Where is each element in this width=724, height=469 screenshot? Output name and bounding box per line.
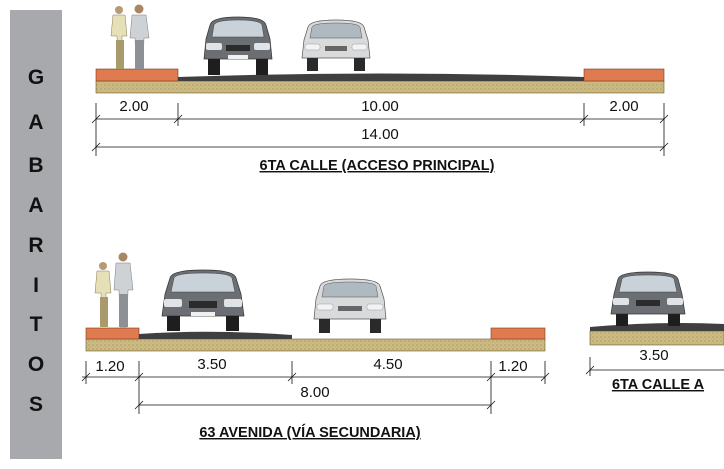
soil-base bbox=[95, 80, 665, 94]
side-letter: B bbox=[28, 154, 44, 177]
side-panel: G A B A R I T O S bbox=[10, 10, 62, 459]
dimension-lines bbox=[585, 357, 724, 376]
dimension-label: 1.20 bbox=[95, 358, 124, 375]
car-front-icon bbox=[610, 271, 686, 326]
sidewalk-right bbox=[490, 327, 546, 340]
dimension-label: 3.50 bbox=[197, 356, 226, 373]
side-letter: S bbox=[28, 393, 43, 416]
dimension-total: 14.00 bbox=[361, 126, 399, 143]
side-letter: I bbox=[33, 274, 39, 297]
dimension-lines bbox=[81, 361, 550, 414]
soil-base bbox=[589, 330, 724, 346]
soil-base bbox=[85, 338, 546, 352]
dimension-label: 2.00 bbox=[609, 98, 638, 115]
dimension-label: 1.20 bbox=[498, 358, 527, 375]
car-front-icon bbox=[161, 269, 245, 331]
car-front-icon bbox=[301, 19, 371, 71]
sidewalk-right bbox=[583, 68, 665, 82]
dimension-label: 3.50 bbox=[639, 347, 668, 364]
dimension-lines bbox=[91, 103, 669, 156]
section-title: 6TA CALLE (ACCESO PRINCIPAL) bbox=[260, 158, 495, 174]
asphalt-surface bbox=[139, 331, 292, 339]
side-letter: O bbox=[27, 353, 45, 376]
pedestrians-icon bbox=[94, 252, 134, 328]
car-front-icon bbox=[203, 16, 273, 75]
dimension-label: 10.00 bbox=[361, 98, 399, 115]
side-letter: R bbox=[28, 234, 44, 257]
section-2-road bbox=[85, 327, 546, 352]
dimension-label: 2.00 bbox=[119, 98, 148, 115]
dimension-label: 4.50 bbox=[373, 356, 402, 373]
section-1-road bbox=[95, 68, 665, 94]
side-letter: A bbox=[28, 194, 44, 217]
asphalt-surface bbox=[178, 73, 584, 81]
side-letter: G bbox=[27, 66, 45, 89]
side-letter: A bbox=[28, 111, 44, 134]
side-letter: T bbox=[29, 313, 43, 336]
dimension-total: 8.00 bbox=[300, 384, 329, 401]
sidewalk-left bbox=[85, 327, 140, 340]
sidewalk-left bbox=[95, 68, 179, 82]
section-3-road bbox=[589, 323, 724, 346]
section-title: 6TA CALLE A bbox=[612, 377, 705, 393]
car-front-icon bbox=[313, 278, 387, 333]
pedestrians-icon bbox=[110, 4, 150, 70]
asphalt-surface bbox=[590, 323, 724, 331]
section-title: 63 AVENIDA (VÍA SECUNDARIA) bbox=[199, 424, 420, 441]
